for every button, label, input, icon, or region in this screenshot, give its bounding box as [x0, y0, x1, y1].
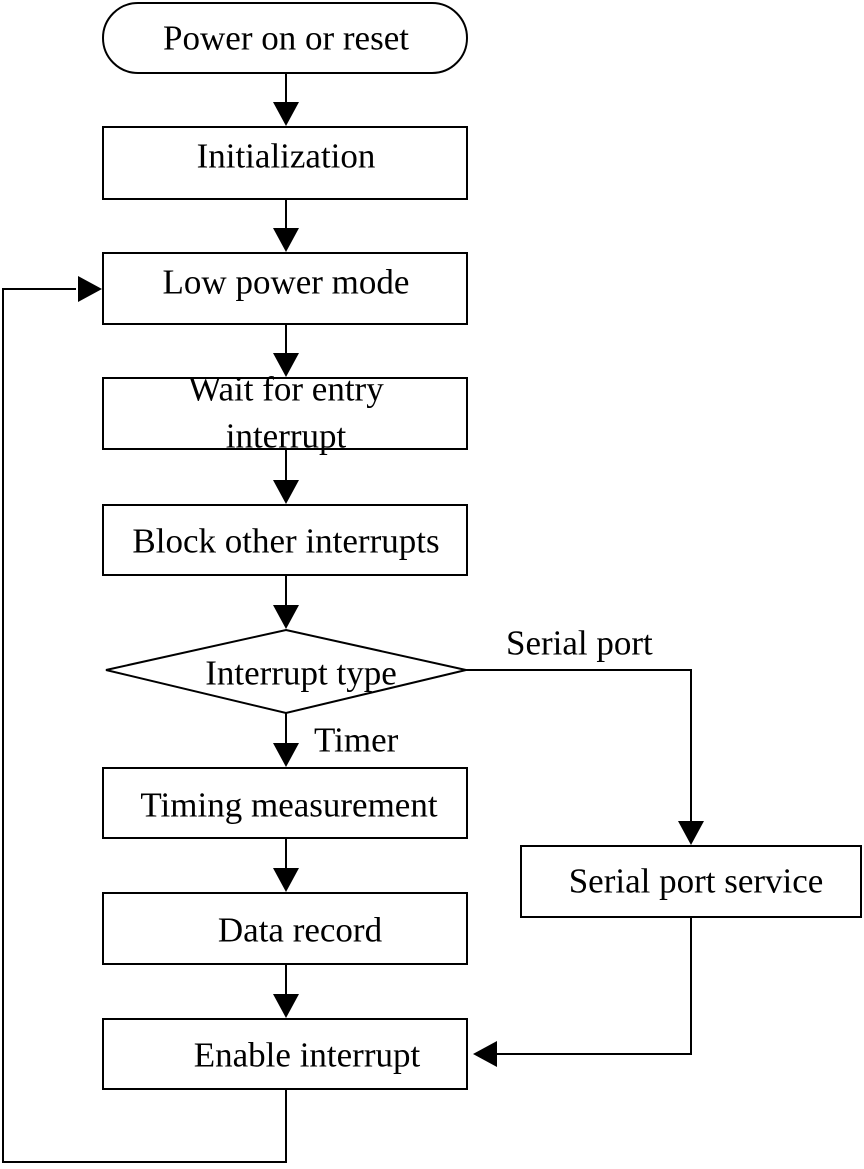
serial-port-service-label: Serial port service	[569, 862, 824, 901]
arrowhead	[473, 1041, 497, 1067]
data-record-box: Data record	[102, 892, 468, 965]
low-power-mode-label: Low power mode	[163, 263, 410, 302]
arrowhead	[273, 480, 299, 504]
arrowhead	[78, 276, 102, 302]
arrowhead	[273, 743, 299, 767]
enable-interrupt-label: Enable interrupt	[194, 1036, 421, 1075]
block-interrupts-box: Block other interrupts	[102, 504, 468, 576]
wait-interrupt-box: Wait for entry interrupt	[102, 370, 468, 456]
timing-measurement-box: Timing measurement	[102, 767, 468, 839]
arrowhead	[273, 994, 299, 1018]
start-terminal: Power on or reset	[102, 2, 468, 74]
edge-serial-to-enable	[495, 917, 692, 1055]
serial-port-branch-label: Serial port	[506, 624, 653, 663]
arrowhead	[273, 605, 299, 629]
arrowhead	[273, 353, 299, 377]
interrupt-type-decision: Interrupt type	[105, 628, 467, 715]
arrowhead	[273, 868, 299, 892]
arrowheads	[78, 102, 704, 1067]
wait-interrupt-label-line1: Wait for entry	[188, 370, 384, 409]
timing-measurement-label: Timing measurement	[140, 786, 437, 825]
interrupt-type-label: Interrupt type	[205, 654, 396, 693]
edge-decision-to-serial	[466, 669, 692, 823]
edge-loop-back	[2, 288, 287, 1163]
initialization-label: Initialization	[197, 137, 376, 176]
low-power-mode-box: Low power mode	[102, 252, 468, 325]
arrowhead	[678, 821, 704, 845]
enable-interrupt-box: Enable interrupt	[102, 1018, 468, 1090]
block-interrupts-label: Block other interrupts	[132, 522, 439, 561]
start-label: Power on or reset	[163, 19, 409, 58]
initialization-box: Initialization	[102, 126, 468, 200]
arrowhead	[273, 228, 299, 252]
wait-interrupt-label-line2: interrupt	[226, 417, 347, 456]
arrowhead	[273, 102, 299, 126]
data-record-label: Data record	[218, 911, 383, 950]
timer-branch-label: Timer	[314, 721, 399, 760]
serial-port-service-box: Serial port service	[520, 845, 862, 918]
connectors	[2, 73, 692, 1163]
